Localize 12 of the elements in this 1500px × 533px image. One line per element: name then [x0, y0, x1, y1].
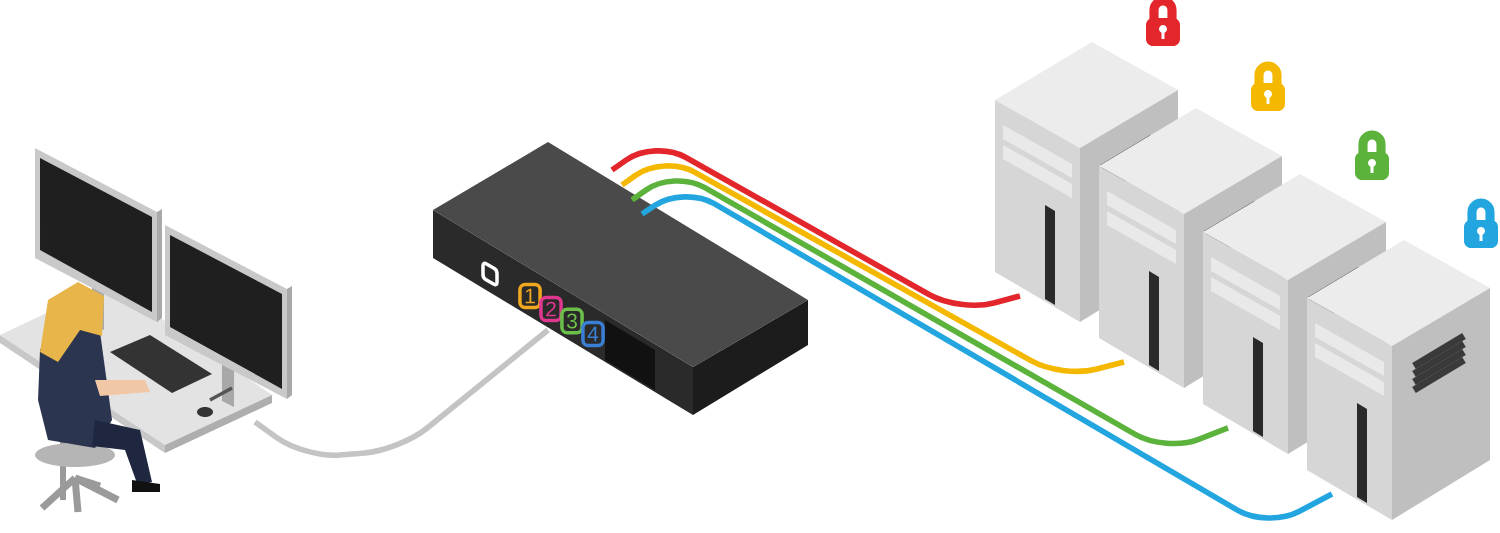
- cable: [620, 163, 1125, 375]
- cable: [630, 178, 1229, 447]
- cable: [640, 194, 1334, 521]
- switch-button: 4: [581, 320, 605, 348]
- kvm-switch-drawing: [433, 142, 808, 415]
- switch-button: 3: [560, 307, 584, 335]
- cable: [253, 327, 550, 458]
- switch-button: 2: [539, 295, 563, 323]
- cable: [610, 148, 1021, 308]
- server-tower-drawing: [1307, 240, 1490, 520]
- switch-button: 1: [518, 282, 542, 310]
- workstation-drawing: [0, 148, 292, 513]
